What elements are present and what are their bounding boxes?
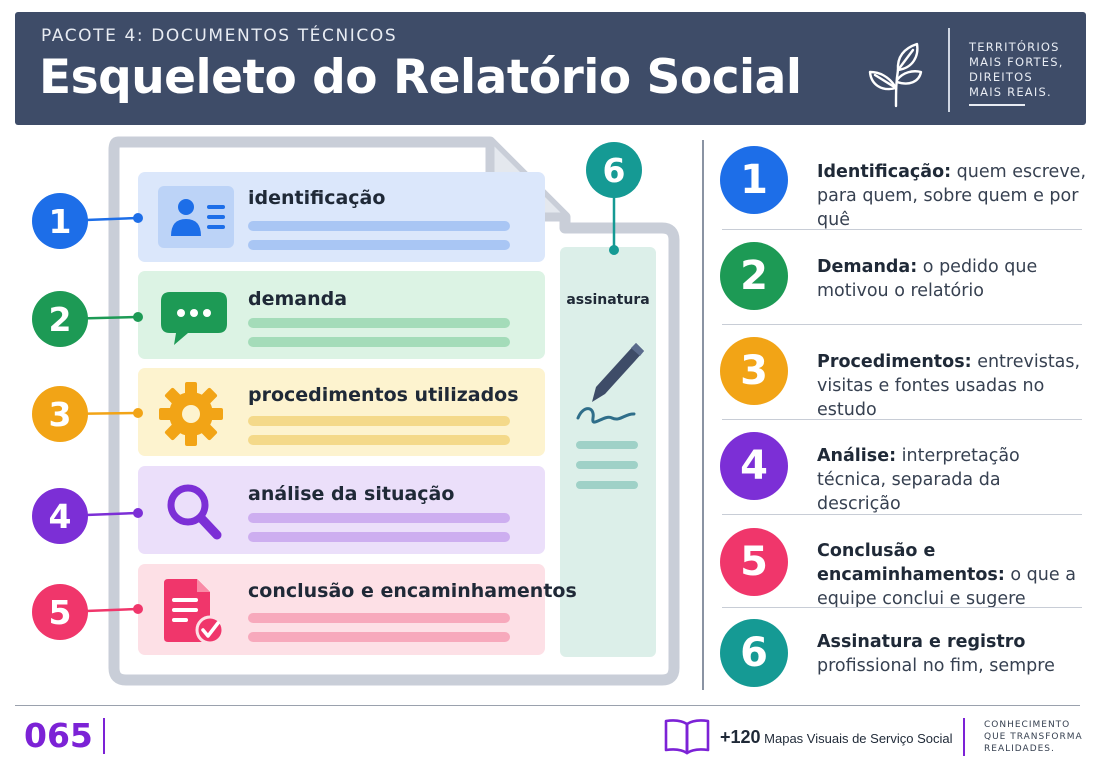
document-check-icon [164, 579, 225, 645]
header-tagline: TERRITÓRIOS MAIS FORTES, DIREITOS MAIS R… [969, 40, 1064, 99]
gear-icon [159, 382, 223, 446]
list-separator [722, 324, 1082, 325]
list-item-1: Identificação: quem escreve, para quem, … [817, 162, 1087, 230]
list-number-3: 3 [720, 337, 788, 405]
chat-bubble-icon [161, 292, 227, 345]
list-divider [702, 140, 704, 690]
footer-divider [963, 718, 965, 756]
header-divider [948, 28, 950, 112]
section-label-identificacao: identificação [248, 187, 386, 209]
list-separator [722, 229, 1082, 230]
step-marker-3: 3 [32, 386, 88, 442]
series-label: +120 Mapas Visuais de Serviço Social [720, 727, 953, 747]
list-item-2: Demanda: o pedido que motivou o relatóri… [817, 257, 1038, 301]
tagline-underline [969, 104, 1025, 106]
sprout-icon [868, 42, 923, 108]
section-label-conclusao: conclusão e encaminhamentos [248, 580, 577, 602]
list-item-6: Assinatura e registro profissional no fi… [817, 632, 1055, 676]
step-marker-6: 6 [586, 142, 642, 198]
list-number-2: 2 [720, 242, 788, 310]
footer-rule [15, 705, 1080, 706]
section-label-analise: análise da situação [248, 483, 455, 505]
step-marker-1: 1 [32, 193, 88, 249]
section-procedimentos [138, 368, 545, 456]
section-label-demanda: demanda [248, 288, 348, 310]
magnifier-icon [167, 484, 222, 540]
list-separator [722, 607, 1082, 608]
list-number-5: 5 [720, 528, 788, 596]
step-marker-4: 4 [32, 488, 88, 544]
open-book-icon [664, 719, 710, 755]
list-item-3: Procedimentos: entrevistas, visitas e fo… [817, 352, 1081, 420]
series-kicker: PACOTE 4: DOCUMENTOS TÉCNICOS [41, 26, 398, 46]
section-label-assinatura: assinatura [566, 292, 650, 308]
section-identificacao [138, 172, 545, 262]
pen-signature-icon [576, 343, 644, 424]
footer-tagline: CONHECIMENTO QUE TRANSFORMA REALIDADES. [984, 720, 1083, 754]
section-label-procedimentos: procedimentos utilizados [248, 384, 519, 406]
list-number-1: 1 [720, 146, 788, 214]
report-document-illustration [59, 136, 680, 686]
list-number-4: 4 [720, 432, 788, 500]
step-marker-2: 2 [32, 291, 88, 347]
step-marker-5: 5 [32, 584, 88, 640]
list-separator [722, 514, 1082, 515]
list-item-5: Conclusão e encaminhamentos: o que a equ… [817, 541, 1076, 609]
list-number-6: 6 [720, 619, 788, 687]
page-number: 065 [24, 716, 93, 755]
list-item-4: Análise: interpretação técnica, separada… [817, 446, 1020, 514]
page-title: Esqueleto do Relatório Social [39, 50, 802, 105]
page-number-bar [103, 718, 105, 754]
header-banner: PACOTE 4: DOCUMENTOS TÉCNICOS Esqueleto … [15, 12, 1086, 125]
list-separator [722, 419, 1082, 420]
